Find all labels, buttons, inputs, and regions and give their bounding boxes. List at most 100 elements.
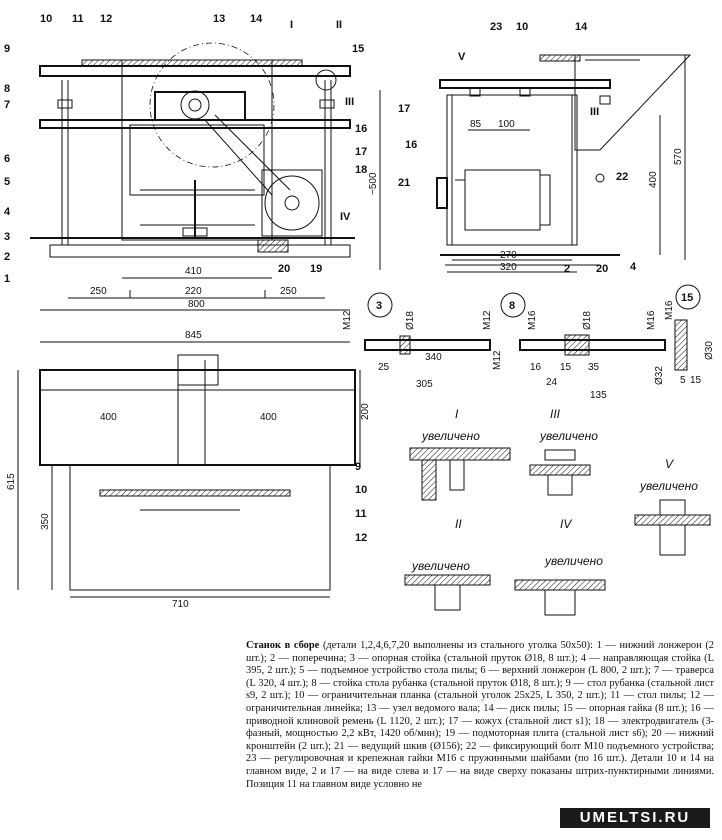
svg-text:M16: M16 bbox=[664, 300, 675, 320]
svg-text:20: 20 bbox=[278, 263, 290, 275]
svg-text:I: I bbox=[455, 407, 459, 421]
svg-text:12: 12 bbox=[100, 13, 112, 25]
svg-text:35: 35 bbox=[588, 362, 600, 373]
svg-text:M12: M12 bbox=[342, 310, 353, 330]
svg-text:16: 16 bbox=[405, 139, 417, 151]
svg-text:220: 220 bbox=[185, 286, 202, 297]
svg-text:135: 135 bbox=[590, 390, 607, 401]
svg-text:10: 10 bbox=[516, 21, 528, 33]
svg-text:350: 350 bbox=[40, 513, 51, 530]
svg-text:14: 14 bbox=[250, 13, 263, 25]
svg-text:12: 12 bbox=[355, 532, 367, 544]
zoom-detail-I: I увеличено bbox=[409, 407, 511, 501]
zoom-detail-IV: IV увеличено bbox=[514, 517, 606, 616]
svg-text:3: 3 bbox=[4, 231, 10, 243]
front-view: 9 10 11 12 13 14 I II 15 8 7 6 III 16 17… bbox=[4, 13, 367, 311]
svg-text:увеличено: увеличено bbox=[421, 429, 480, 443]
svg-text:320: 320 bbox=[500, 262, 517, 273]
svg-text:III: III bbox=[590, 106, 599, 118]
legend-body: 1 — нижний лонжерон (2 шт.); 2 — попереч… bbox=[246, 640, 714, 765]
svg-text:16: 16 bbox=[530, 362, 542, 373]
zoom-detail-II: II увеличено bbox=[404, 517, 491, 611]
detail-8: 8 M16 Ø18 M16 15 35 16 24 135 bbox=[500, 292, 666, 401]
svg-text:13: 13 bbox=[213, 13, 225, 25]
svg-text:Ø18: Ø18 bbox=[582, 311, 593, 330]
svg-text:15: 15 bbox=[560, 362, 572, 373]
svg-text:270: 270 bbox=[500, 250, 517, 261]
svg-text:18: 18 bbox=[355, 164, 367, 176]
svg-text:II: II bbox=[336, 19, 342, 31]
legend-note: Детали 10 и 14 на главном виде, 2 и 17 —… bbox=[246, 753, 714, 790]
svg-text:5: 5 bbox=[680, 375, 686, 386]
svg-text:14: 14 bbox=[575, 21, 588, 33]
svg-text:~500: ~500 bbox=[368, 172, 379, 195]
svg-text:III: III bbox=[550, 407, 561, 421]
svg-text:22: 22 bbox=[616, 171, 628, 183]
svg-text:710: 710 bbox=[172, 599, 189, 610]
svg-text:II: II bbox=[455, 517, 462, 531]
svg-text:увеличено: увеличено bbox=[639, 479, 698, 493]
svg-text:21: 21 bbox=[398, 177, 410, 189]
detail-15: 15 M16 Ø30 Ø32 5 15 bbox=[654, 284, 715, 386]
svg-text:2: 2 bbox=[564, 263, 570, 275]
svg-text:9: 9 bbox=[355, 461, 361, 473]
svg-text:410: 410 bbox=[185, 266, 202, 277]
svg-text:615: 615 bbox=[6, 473, 17, 490]
svg-text:M12: M12 bbox=[492, 350, 503, 370]
svg-text:250: 250 bbox=[280, 286, 297, 297]
svg-text:4: 4 bbox=[630, 261, 637, 273]
zoom-detail-III: III увеличено bbox=[529, 407, 598, 496]
svg-text:85: 85 bbox=[470, 119, 482, 130]
svg-text:11: 11 bbox=[355, 508, 367, 520]
svg-text:24: 24 bbox=[546, 377, 558, 388]
svg-text:845: 845 bbox=[185, 330, 202, 341]
svg-text:8: 8 bbox=[509, 300, 515, 312]
svg-text:IV: IV bbox=[340, 211, 351, 223]
svg-text:увеличено: увеличено bbox=[411, 559, 470, 573]
svg-text:19: 19 bbox=[310, 263, 322, 275]
svg-text:800: 800 bbox=[188, 299, 205, 310]
svg-text:IV: IV bbox=[560, 517, 572, 531]
svg-text:5: 5 bbox=[4, 176, 10, 188]
svg-text:9: 9 bbox=[4, 43, 10, 55]
svg-text:M12: M12 bbox=[482, 310, 493, 330]
legend-intro: (детали 1,2,4,6,7,20 выполнены из стальн… bbox=[319, 640, 593, 651]
svg-text:1: 1 bbox=[4, 273, 10, 285]
svg-text:3: 3 bbox=[376, 300, 382, 312]
svg-text:6: 6 bbox=[4, 153, 10, 165]
svg-text:200: 200 bbox=[360, 403, 371, 420]
svg-text:M16: M16 bbox=[527, 310, 538, 330]
svg-text:10: 10 bbox=[40, 13, 52, 25]
svg-text:M16: M16 bbox=[646, 310, 657, 330]
svg-text:305: 305 bbox=[416, 379, 433, 390]
svg-text:570: 570 bbox=[673, 148, 684, 165]
svg-text:400: 400 bbox=[260, 412, 277, 423]
svg-text:400: 400 bbox=[100, 412, 117, 423]
plan-view: 845 400 400 200 615 350 710 9 10 11 12 bbox=[6, 330, 371, 610]
svg-text:10: 10 bbox=[355, 484, 367, 496]
svg-text:17: 17 bbox=[355, 146, 367, 158]
svg-text:I: I bbox=[290, 19, 293, 31]
svg-text:20: 20 bbox=[596, 263, 608, 275]
svg-text:увеличено: увеличено bbox=[539, 429, 598, 443]
svg-text:15: 15 bbox=[681, 292, 693, 304]
svg-text:400: 400 bbox=[648, 171, 659, 188]
svg-text:25: 25 bbox=[378, 362, 390, 373]
detail-3: 3 M12 Ø18 M12 340 25 305 M12 bbox=[342, 292, 503, 390]
svg-text:V: V bbox=[665, 457, 674, 471]
svg-text:17: 17 bbox=[398, 103, 410, 115]
svg-text:V: V bbox=[458, 51, 466, 63]
svg-text:15: 15 bbox=[690, 375, 702, 386]
svg-text:Ø30: Ø30 bbox=[704, 341, 715, 360]
svg-text:16: 16 bbox=[355, 123, 367, 135]
svg-text:7: 7 bbox=[4, 99, 10, 111]
svg-text:100: 100 bbox=[498, 119, 515, 130]
side-view: V 23 10 14 17 16 21 22 2 20 4 III 85 100… bbox=[368, 21, 692, 275]
svg-text:2: 2 bbox=[4, 251, 10, 263]
svg-text:15: 15 bbox=[352, 43, 364, 55]
svg-text:23: 23 bbox=[490, 21, 502, 33]
svg-text:8: 8 bbox=[4, 83, 10, 95]
svg-text:Ø32: Ø32 bbox=[654, 366, 665, 385]
svg-text:III: III bbox=[345, 96, 354, 108]
